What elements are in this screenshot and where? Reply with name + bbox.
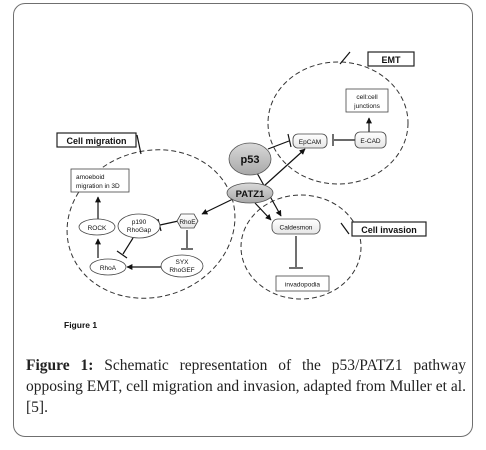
emt-title: EMT (339, 51, 415, 67)
figure-caption: Figure 1: Schematic representation of th… (26, 355, 466, 418)
svg-text:p53: p53 (241, 154, 260, 166)
svg-text:EpCAM: EpCAM (299, 139, 321, 146)
pathway-diagram: EMT Cell migration Cell invasion (56, 51, 427, 300)
svg-text:migration in 3D: migration in 3D (76, 183, 120, 190)
svg-text:RhoE: RhoE (179, 219, 196, 226)
svg-text:ROCK: ROCK (88, 225, 107, 232)
node-amoeboid: amoeboid migration in 3D (70, 168, 130, 193)
svg-text:Caldesmon: Caldesmon (280, 225, 313, 232)
svg-text:cell:cell: cell:cell (356, 94, 378, 101)
svg-text:PATZ1: PATZ1 (236, 189, 265, 200)
node-rhoa: RhoA (89, 258, 127, 276)
node-p53: p53 (228, 142, 272, 176)
svg-text:RhoA: RhoA (100, 265, 117, 272)
svg-text:SYX: SYX (175, 259, 189, 266)
node-patz1: PATZ1 (226, 182, 274, 204)
node-epcam: EpCAM (292, 133, 328, 149)
node-invadopodia: invadopodia (275, 275, 330, 292)
node-cell-junctions: cell:cell junctions (345, 88, 389, 113)
node-p190: p190 RhoGap (117, 213, 161, 239)
svg-text:junctions: junctions (353, 103, 380, 110)
svg-text:amoeboid: amoeboid (76, 174, 105, 181)
cell-invasion-ellipse (240, 194, 362, 300)
svg-text:invadopodia: invadopodia (285, 282, 320, 289)
emt-label: EMT (382, 55, 402, 65)
node-caldesmon: Caldesmon (271, 218, 321, 235)
emt-ellipse (267, 61, 409, 185)
caption-label: Figure 1: (26, 357, 94, 374)
cell-invasion-label: Cell invasion (361, 225, 417, 235)
caption-text: Schematic representation of the p53/PATZ… (26, 357, 466, 416)
svg-text:RhoGap: RhoGap (127, 227, 152, 234)
cell-invasion-title: Cell invasion (340, 221, 427, 237)
cell-migration-title: Cell migration (56, 132, 142, 155)
node-rock: ROCK (78, 218, 116, 236)
node-ecad: E-CAD (354, 131, 387, 149)
figure-label: Figure 1 (64, 320, 98, 330)
cell-migration-label: Cell migration (66, 136, 126, 146)
svg-text:p190: p190 (132, 219, 147, 226)
svg-text:RhoGEF: RhoGEF (169, 267, 194, 274)
node-syx: SYX RhoGEF (160, 254, 204, 278)
node-rhoe: RhoE (176, 213, 199, 229)
svg-text:E-CAD: E-CAD (360, 138, 381, 145)
